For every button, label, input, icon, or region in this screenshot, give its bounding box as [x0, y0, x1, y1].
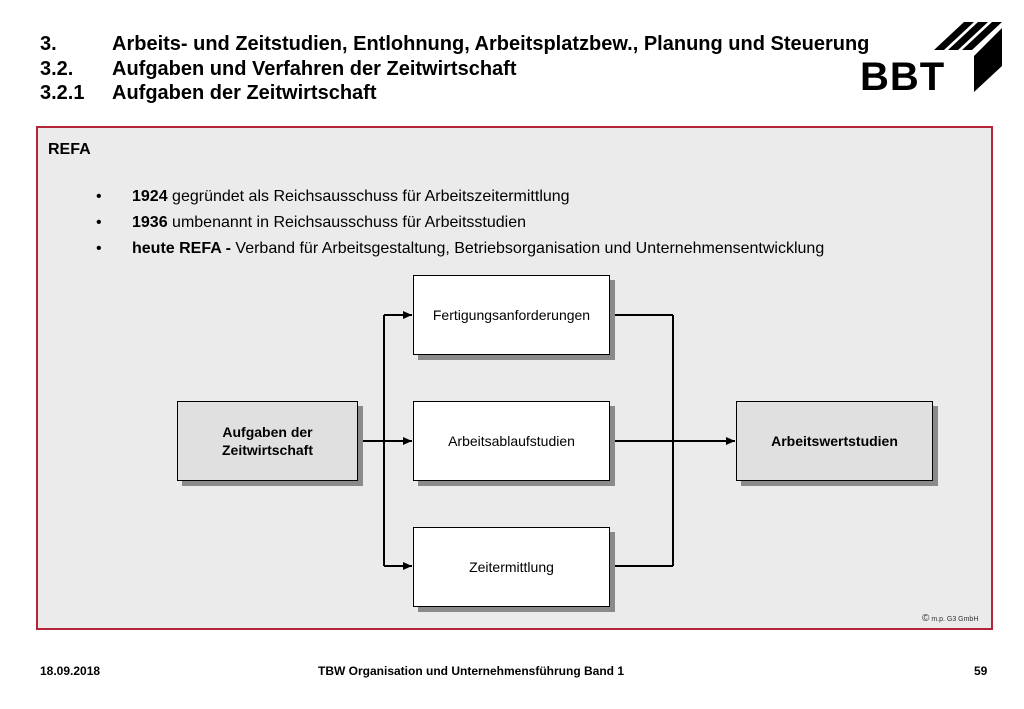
- footer-date: 18.09.2018: [40, 664, 101, 678]
- bullet-marker: •: [96, 240, 102, 257]
- section-title: Arbeits- und Zeitstudien, Entlohnung, Ar…: [112, 33, 870, 55]
- subsection-number: 3.2.: [40, 58, 74, 80]
- subsubsection-title: Aufgaben der Zeitwirtschaft: [112, 82, 377, 104]
- bullet-year: 1924: [132, 188, 168, 205]
- bullet-year: 1936: [132, 214, 168, 231]
- footer-title: TBW Organisation und Unternehmensführung…: [318, 664, 624, 678]
- bullet-org: heute REFA -: [132, 240, 231, 257]
- section-number: 3.: [40, 33, 57, 55]
- source-label-line2: Zeitwirtschaft: [221, 442, 313, 458]
- bullet-text: gegründet als Reichsausschuss für Arbeit…: [167, 188, 570, 205]
- bullet-text: Verband für Arbeitsgestaltung, Betriebso…: [230, 240, 825, 257]
- box-arbeitsablaufstudien: Arbeitsablaufstudien: [413, 401, 610, 481]
- footer-page-number: 59: [974, 664, 988, 678]
- copyright-note: © m.p. G3 GmbH: [922, 613, 978, 624]
- bullet-text: umbenannt in Reichsausschuss für Arbeits…: [167, 214, 527, 231]
- copyright-text: m.p. G3 GmbH: [929, 616, 979, 623]
- copyright-symbol: ©: [922, 613, 930, 624]
- source-label-line1: Aufgaben der: [222, 424, 313, 440]
- box-zeitermittlung: Zeitermittlung: [413, 527, 610, 607]
- box-label: Fertigungsanforderungen: [432, 307, 591, 323]
- subsubsection-number: 3.2.1: [40, 82, 85, 104]
- box-label: Zeitermittlung: [469, 559, 554, 575]
- target-box-arbeitswertstudien: Arbeitswertstudien: [736, 401, 933, 481]
- subsection-title: Aufgaben und Verfahren der Zeitwirtschaf…: [112, 58, 517, 80]
- bullet-item: • 1924 gegründet als Reichsausschuss für…: [96, 186, 976, 212]
- bullet-marker: •: [96, 214, 102, 231]
- bullet-item: • 1936 umbenannt in Reichsausschuss für …: [96, 212, 976, 238]
- bbt-logo: BBT: [860, 22, 1002, 99]
- box-fertigungsanforderungen: Fertigungsanforderungen: [413, 275, 610, 355]
- bullet-item: • heute REFA - Verband für Arbeitsgestal…: [96, 238, 976, 264]
- refa-heading: REFA: [48, 141, 91, 158]
- logo-text: BBT: [860, 55, 945, 99]
- bullet-list: • 1924 gegründet als Reichsausschuss für…: [96, 186, 976, 264]
- box-label: Arbeitsablaufstudien: [448, 433, 575, 449]
- box-label: Arbeitswertstudien: [771, 433, 898, 449]
- bullet-marker: •: [96, 188, 102, 205]
